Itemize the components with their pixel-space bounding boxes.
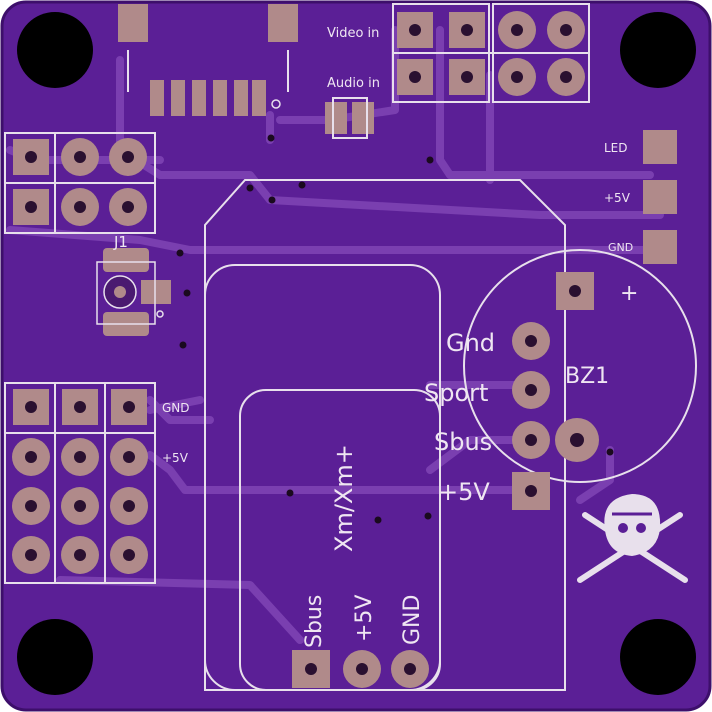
led-pads <box>643 130 677 264</box>
buzzer-plus-label: + <box>620 281 638 306</box>
mount-hole-tl <box>17 12 93 88</box>
mount-hole-tr <box>620 12 696 88</box>
mount-hole-bl <box>17 619 93 695</box>
receiver-outline <box>204 179 566 691</box>
led-label: LED <box>604 141 628 155</box>
jolly-roger-icon <box>577 494 688 583</box>
left-bottom-header <box>4 382 156 584</box>
xm-label: Xm/Xm+ <box>330 444 358 552</box>
smd-resistor <box>325 97 374 139</box>
buzzer-bz1 <box>463 249 697 510</box>
vias <box>176 134 614 524</box>
plus5v-left-label: +5V <box>162 451 189 465</box>
mount-hole-br <box>620 619 696 695</box>
mounting-holes <box>17 12 696 695</box>
video-in-label: Video in <box>327 26 379 41</box>
usb-connector <box>118 4 298 116</box>
left-top-header <box>4 132 156 234</box>
gnd-bz-label: Gnd <box>446 329 495 357</box>
j1-connector <box>96 248 171 336</box>
gnd-bottom-label: GND <box>400 595 425 645</box>
av-header <box>392 3 590 103</box>
gnd-top-label: GND <box>608 241 633 254</box>
sbus-label: Sbus <box>434 428 492 456</box>
audio-in-label: Audio in <box>327 76 380 91</box>
plus5v-bottom-label: +5V <box>352 595 377 642</box>
plus5v-bz-label: +5V <box>438 478 490 506</box>
bz1-label: BZ1 <box>565 364 609 389</box>
j1-label: J1 <box>113 233 128 251</box>
sport-label: Sport <box>424 379 488 407</box>
gnd-left-label: GND <box>162 401 190 415</box>
sbus-bottom-label: Sbus <box>302 595 327 648</box>
plus5v-top-label: +5V <box>604 191 631 205</box>
